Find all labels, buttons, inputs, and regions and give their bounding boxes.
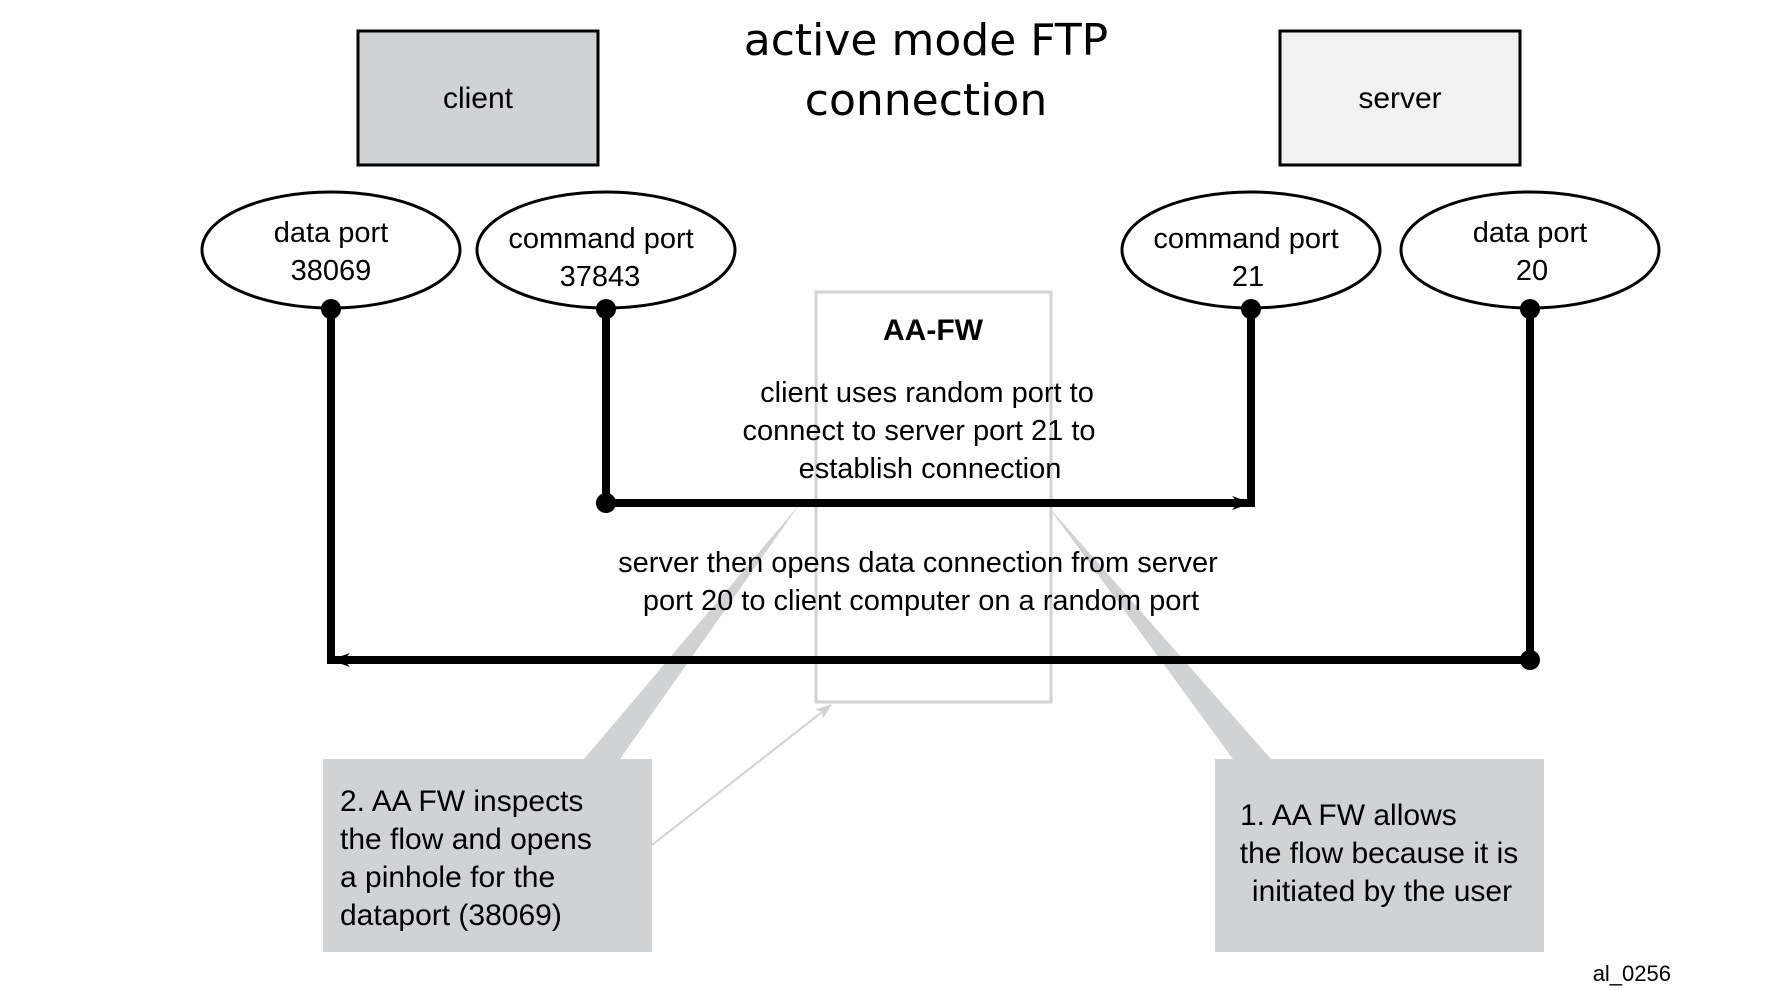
server-host: server bbox=[1278, 29, 1522, 167]
callout-step2-pointer bbox=[584, 505, 799, 759]
firewall-box bbox=[814, 290, 1053, 704]
client-data-port: data port 38069 bbox=[200, 190, 462, 310]
diagram-title-line1: active mode FTP bbox=[744, 15, 1108, 66]
svg-text:data port: data port bbox=[1473, 217, 1587, 249]
svg-text:command port: command port bbox=[508, 223, 693, 255]
svg-text:initiated by the user: initiated by the user bbox=[1252, 875, 1512, 908]
svg-text:37843: 37843 bbox=[560, 261, 641, 293]
data-flow bbox=[321, 299, 1540, 670]
svg-text:data port: data port bbox=[274, 217, 388, 249]
svg-text:dataport (38069): dataport (38069) bbox=[340, 899, 562, 932]
diagram-title-line2: connection bbox=[805, 75, 1047, 126]
client-command-port: command port 37843 bbox=[475, 190, 737, 310]
callout-step1-pointer bbox=[1047, 505, 1271, 759]
svg-text:20: 20 bbox=[1516, 255, 1548, 287]
command-flow-desc-line3: establish connection bbox=[799, 453, 1062, 485]
svg-text:the flow because it is: the flow because it is bbox=[1240, 837, 1518, 870]
svg-text:38069: 38069 bbox=[291, 255, 372, 287]
client-label: client bbox=[443, 82, 514, 115]
svg-text:the flow and opens: the flow and opens bbox=[340, 823, 592, 856]
command-flow-desc-line2: connect to server port 21 to bbox=[742, 415, 1095, 447]
svg-text:21: 21 bbox=[1232, 261, 1264, 293]
data-flow-desc-line2: port 20 to client computer on a random p… bbox=[643, 585, 1199, 617]
figure-id: al_0256 bbox=[1593, 961, 1671, 986]
callout-step2: 2. AA FW inspects the flow and opens a p… bbox=[323, 759, 652, 952]
callout-step1: 1. AA FW allows the flow because it is i… bbox=[1215, 759, 1544, 952]
data-flow-desc-line1: server then opens data connection from s… bbox=[618, 547, 1218, 579]
svg-text:1. AA FW allows: 1. AA FW allows bbox=[1240, 799, 1457, 832]
svg-text:command port: command port bbox=[1153, 223, 1338, 255]
command-flow-desc-line1: client uses random port to bbox=[760, 377, 1094, 409]
svg-text:2. AA FW inspects: 2. AA FW inspects bbox=[340, 785, 583, 818]
server-label: server bbox=[1358, 82, 1441, 115]
command-flow bbox=[596, 299, 1261, 513]
server-data-port: data port 20 bbox=[1399, 190, 1661, 310]
pinhole-pointer-arrow bbox=[651, 704, 832, 846]
client-host: client bbox=[356, 29, 600, 167]
svg-text:a pinhole for the: a pinhole for the bbox=[340, 861, 555, 894]
firewall-label: AA-FW bbox=[883, 314, 984, 347]
server-command-port: command port 21 bbox=[1120, 190, 1382, 310]
